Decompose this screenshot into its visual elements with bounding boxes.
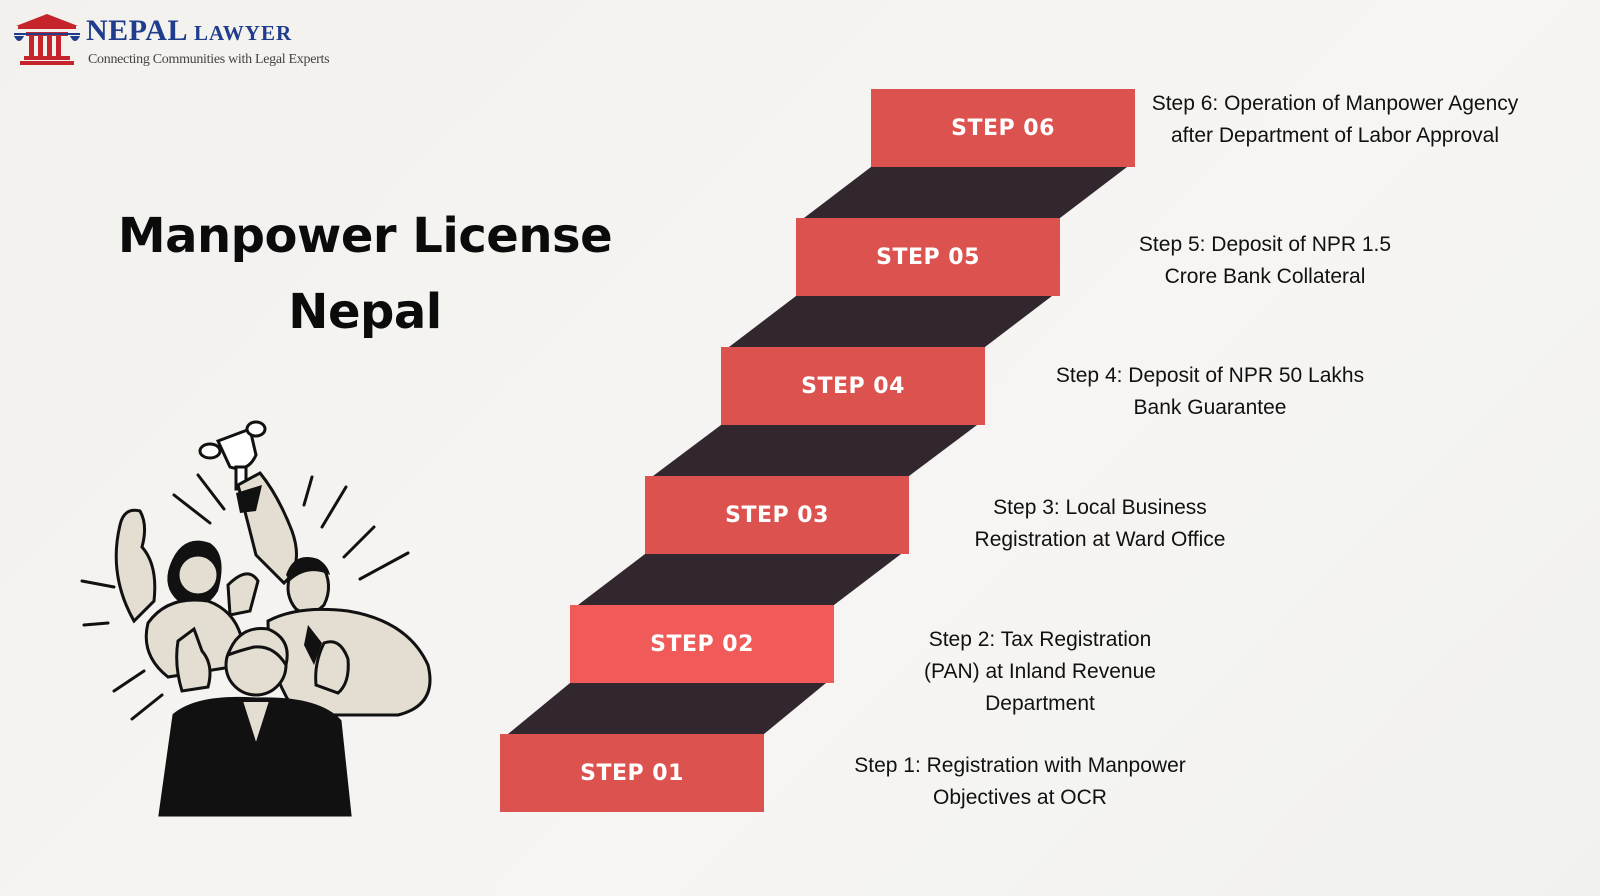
step-box-3: STEP 03 (645, 476, 909, 554)
stair-riser-3 (653, 425, 977, 476)
celebrating-team-with-trophy-illustration (80, 420, 432, 817)
step-description-4: Step 4: Deposit of NPR 50 Lakhs Bank Gua… (1055, 364, 1365, 419)
logo-name-secondary: LAWYER (193, 21, 293, 45)
logo-name-main: NEPAL (86, 14, 188, 47)
step-box-6: STEP 06 (871, 89, 1135, 167)
stair-riser-2 (578, 554, 901, 605)
step-description-2: Step 2: Tax Registration (PAN) at Inland… (924, 628, 1156, 715)
courthouse-scales-icon (14, 14, 80, 65)
step-box-2: STEP 02 (570, 605, 834, 683)
title-line-2: Nepal (288, 284, 442, 340)
stair-riser-5 (804, 167, 1127, 218)
step-description-3: Step 3: Local Business Registration at W… (974, 496, 1226, 551)
step-description-6: Step 6: Operation of Manpower Agency aft… (1151, 92, 1519, 147)
step-box-1: STEP 01 (500, 734, 764, 812)
title-line-1: Manpower License (117, 208, 613, 264)
step-box-4: STEP 04 (721, 347, 985, 425)
step-description-5: Step 5: Deposit of NPR 1.5 Crore Bank Co… (1138, 233, 1392, 288)
page-title: Manpower License Nepal (90, 198, 640, 350)
stair-riser-1 (508, 683, 826, 734)
stair-riser-4 (729, 296, 1052, 347)
step-box-5: STEP 05 (796, 218, 1060, 296)
logo-tagline: Connecting Communities with Legal Expert… (88, 52, 330, 67)
step-description-1: Step 1: Registration with Manpower Objec… (854, 754, 1186, 809)
